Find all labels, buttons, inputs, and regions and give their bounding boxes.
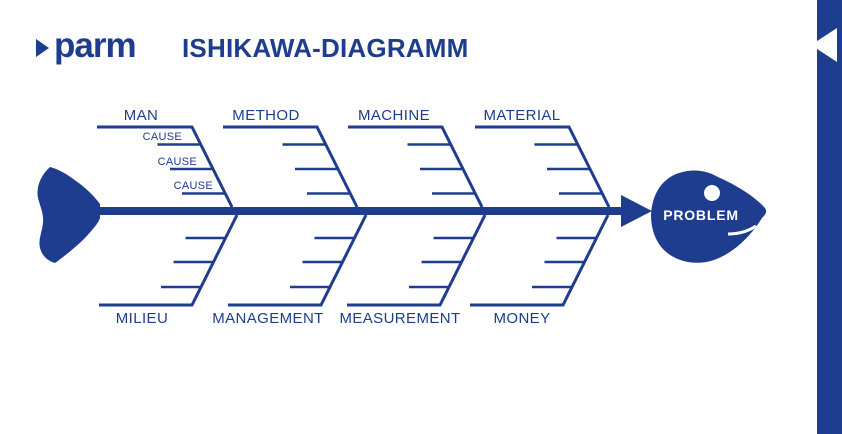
problem-label: PROBLEM: [663, 207, 739, 223]
page-title: ISHIKAWA-DIAGRAMM: [182, 33, 469, 63]
category-label-money: MONEY: [493, 310, 551, 327]
fish-head: [651, 170, 767, 263]
right-edge-band: [817, 0, 842, 434]
cause-label-3: CAUSE: [173, 180, 213, 192]
cause-label-2: CAUSE: [157, 156, 197, 168]
fish-tail: [37, 167, 100, 263]
category-label-machine: MACHINE: [358, 107, 430, 124]
ticks-money: [532, 236, 597, 289]
ticks-man: [157, 143, 225, 195]
branch-milieu: [99, 214, 239, 307]
branch-machine: [348, 125, 484, 208]
fish-smile-icon: [727, 224, 757, 236]
branch-money: [470, 214, 610, 307]
spine-arrowhead-icon: [621, 195, 652, 227]
branch-material: [475, 125, 611, 208]
spine-line: [100, 207, 626, 215]
category-label-material: MATERIAL: [483, 107, 561, 124]
logo: parm: [36, 25, 137, 68]
ticks-method: [282, 143, 350, 195]
category-label-man: MAN: [123, 107, 159, 124]
branch-man: [97, 125, 234, 208]
category-label-measurement: MEASUREMENT: [339, 310, 461, 327]
fish-eye-icon: [704, 185, 720, 201]
logo-text: parm: [54, 25, 137, 65]
branch-management: [228, 214, 368, 307]
ticks-machine: [407, 143, 475, 195]
category-label-method: METHOD: [232, 107, 300, 124]
branch-method: [223, 125, 359, 208]
ticks-milieu: [161, 236, 226, 289]
category-label-management: MANAGEMENT: [212, 310, 324, 327]
category-label-milieu: MILIEU: [115, 310, 169, 327]
ticks-management: [290, 236, 355, 289]
branch-measurement: [347, 214, 487, 307]
logo-arrow-icon: [36, 39, 49, 57]
cause-label-1: CAUSE: [142, 131, 182, 143]
chevron-left-icon: [811, 28, 837, 62]
ticks-material: [534, 143, 602, 195]
ticks-measurement: [409, 236, 474, 289]
